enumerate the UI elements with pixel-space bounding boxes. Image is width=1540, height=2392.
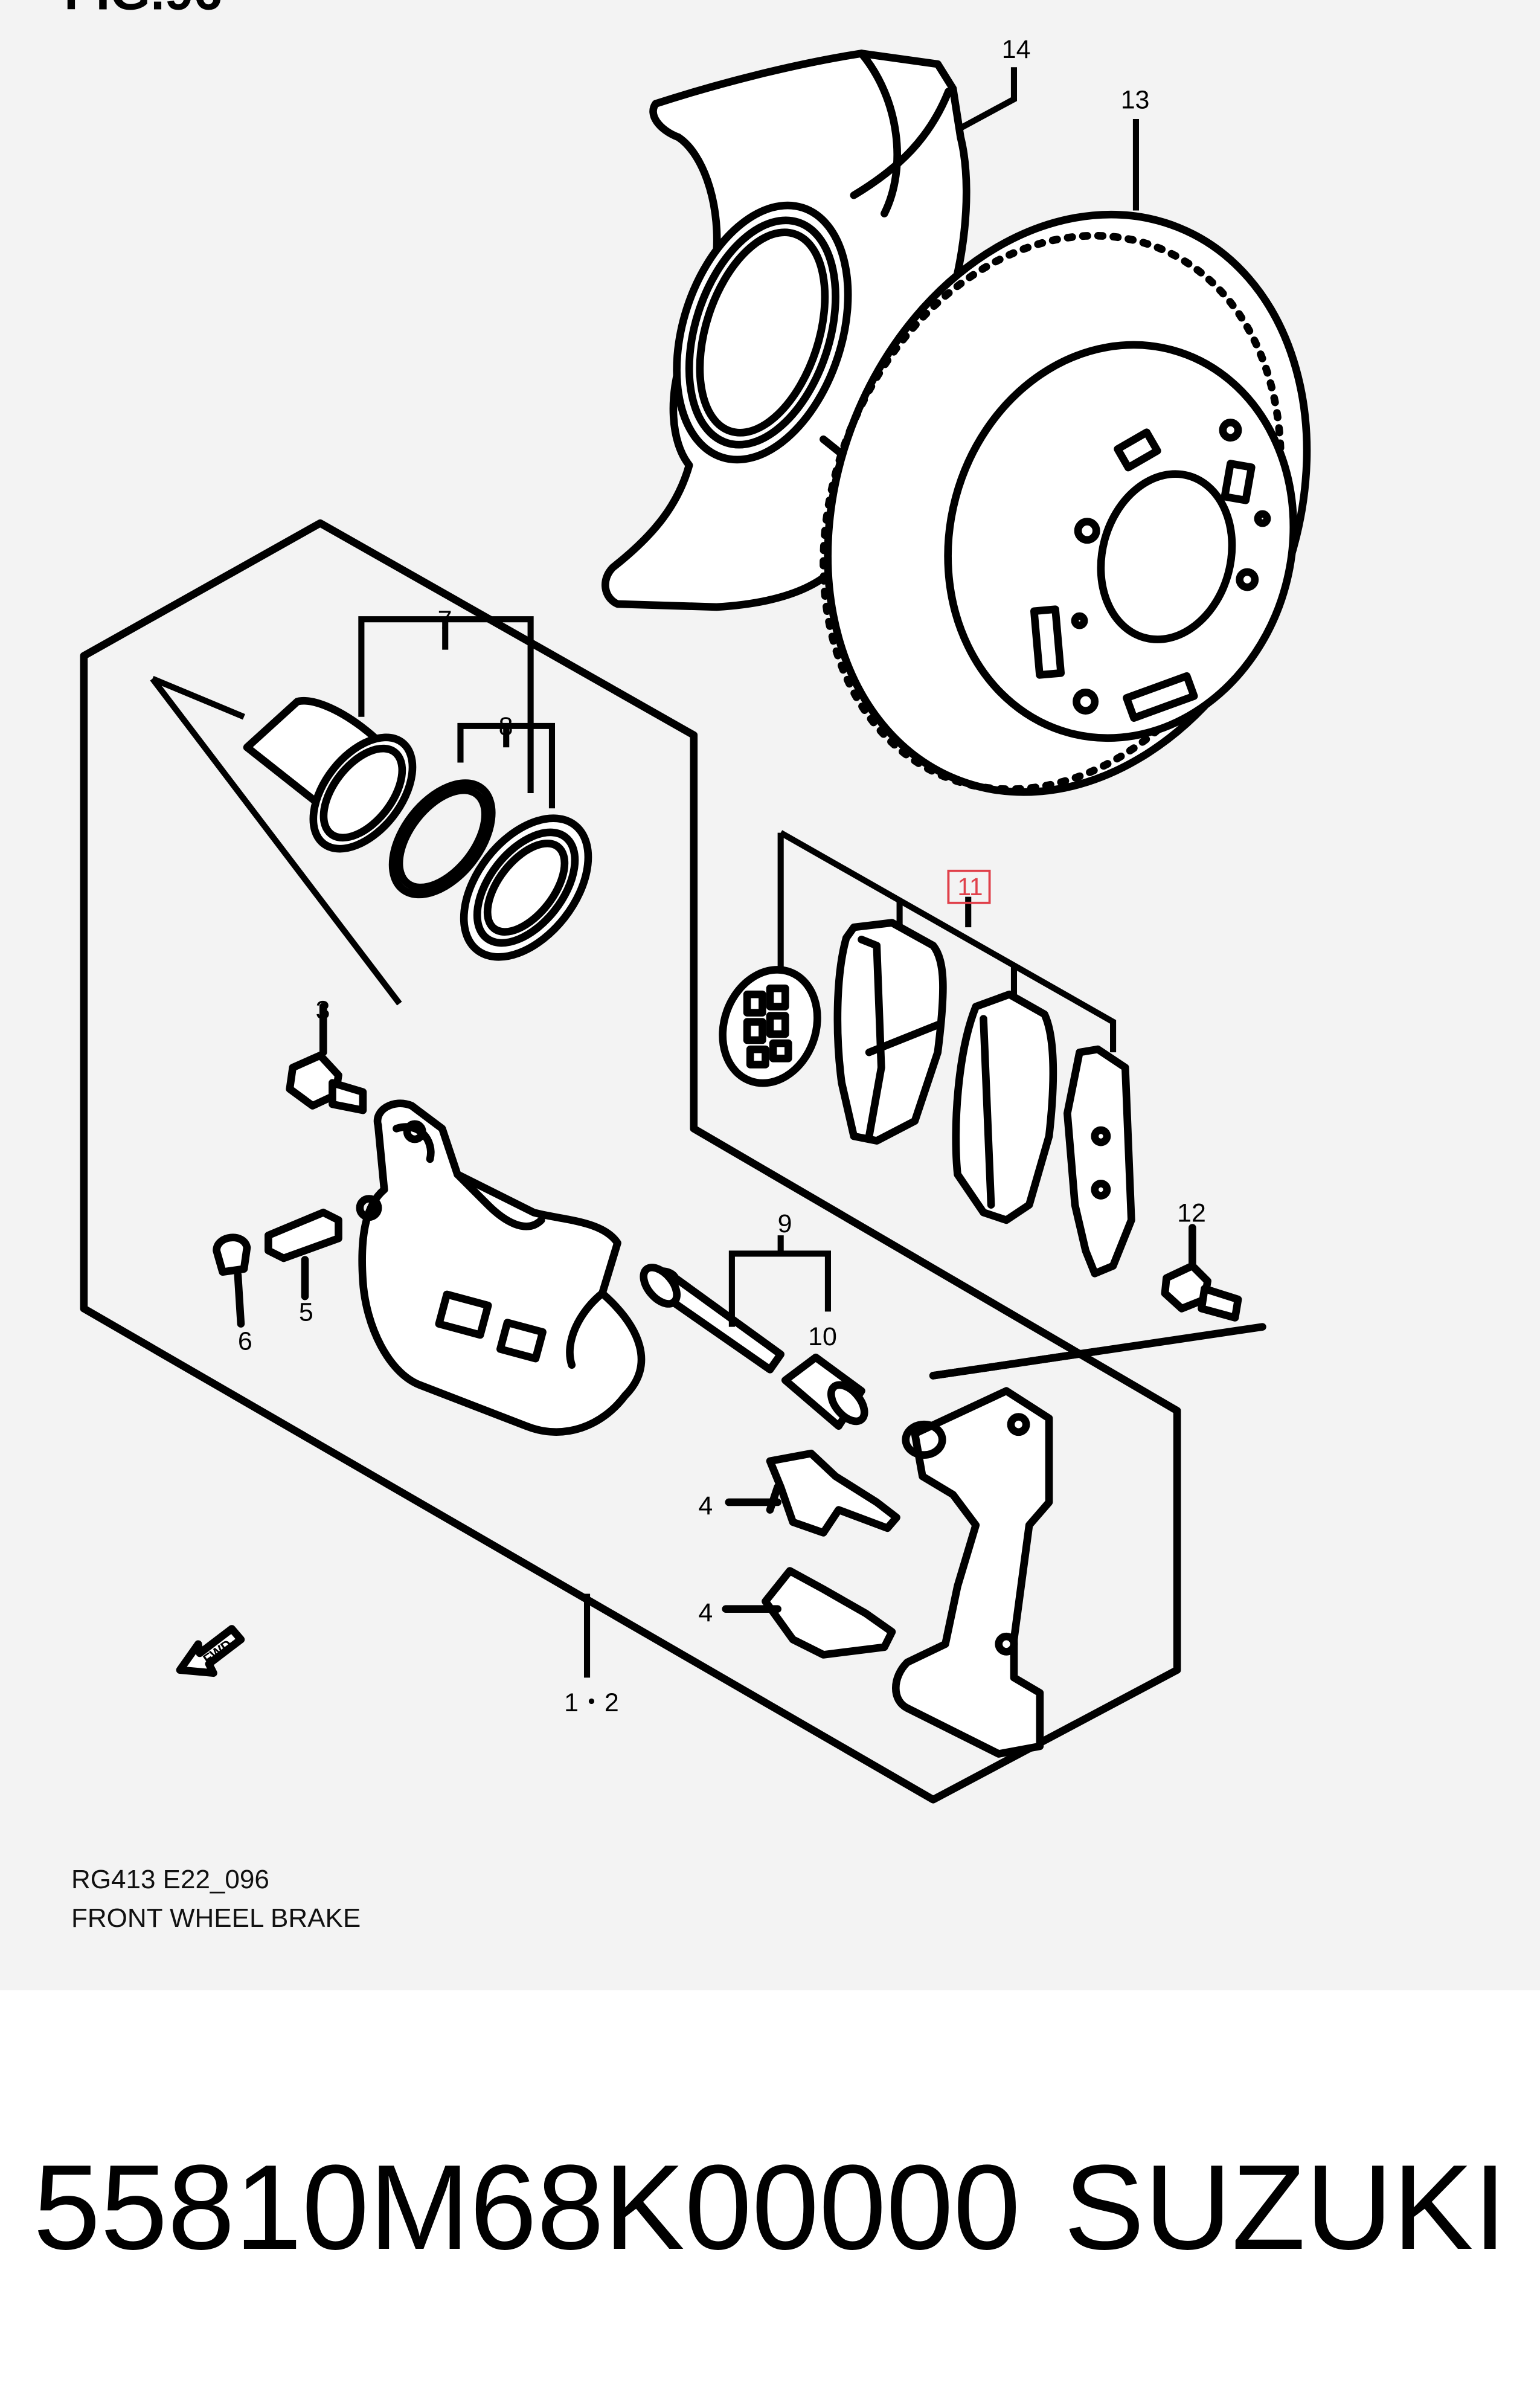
- piston-seal-inner: [395, 786, 489, 892]
- forward-direction-arrow: FWD: [176, 1625, 245, 1677]
- exploded-parts-diagram: FIG.96 14 13: [64, 0, 1311, 1804]
- anti-rattle-clip-upper: [725, 1449, 900, 1537]
- pad-wear-indicator-disc: [719, 966, 821, 1087]
- piston-seal: [388, 779, 496, 899]
- caliper-bracket: [892, 1387, 1053, 1758]
- pad-shim: [1064, 1045, 1135, 1278]
- caliper-body: [356, 1099, 646, 1436]
- callout-9: 9: [778, 1209, 792, 1238]
- callout-8: 8: [499, 712, 513, 741]
- brake-pad-inner: [833, 919, 947, 1145]
- brand-name: SUZUKI: [1064, 2140, 1507, 2275]
- bleeder-screw: [265, 1208, 342, 1300]
- leader-lines-9-10: [728, 1235, 831, 1327]
- guide-pin: [640, 1264, 784, 1374]
- callout-1-2: 1・2: [564, 1688, 619, 1717]
- part-number: 55810M68K00000: [33, 2140, 1021, 2275]
- callout-6: 6: [238, 1327, 252, 1356]
- callout-4-lower: 4: [698, 1598, 713, 1627]
- callout-11: 11: [958, 873, 983, 901]
- callout-13: 13: [1121, 85, 1150, 114]
- callout-7: 7: [438, 605, 452, 634]
- callout-10: 10: [808, 1322, 837, 1351]
- leader-lines-top: [956, 67, 1139, 211]
- diagram-code: RG413 E22_096: [71, 1865, 269, 1894]
- mounting-bolt: [1161, 1224, 1242, 1322]
- anti-rattle-clip-lower: [722, 1567, 896, 1659]
- diagram-title: FRONT WHEEL BRAKE: [71, 1903, 361, 1933]
- brake-disc: [820, 210, 1311, 796]
- diagram-caption: RG413 E22_096 FRONT WHEEL BRAKE: [71, 1860, 361, 1938]
- part-info-bar: 55810M68K00000 SUZUKI: [33, 2138, 1507, 2283]
- piston-boot: [460, 814, 592, 961]
- callout-12: 12: [1177, 1198, 1206, 1227]
- callout-3: 3: [316, 996, 330, 1025]
- callout-11-highlight: [947, 869, 991, 904]
- dust-shield: [602, 50, 971, 611]
- callout-5: 5: [299, 1298, 313, 1327]
- leader-lines-7-8: [150, 616, 556, 1006]
- callout-4-upper: 4: [698, 1491, 713, 1520]
- figure-header: FIG.96: [64, 0, 222, 21]
- caliper-assembly-frame: [80, 519, 1266, 1804]
- callout-14: 14: [1002, 35, 1031, 64]
- diagram-panel: FIG.96 14 13: [0, 0, 1540, 1990]
- bleeder-cap: [213, 1233, 251, 1328]
- pad-kit-frame: [777, 830, 1117, 1053]
- guide-pin-boot: [781, 1353, 868, 1430]
- brake-pad-outer: [952, 990, 1057, 1224]
- piston: [243, 696, 417, 853]
- bleeder-bolt: [286, 1003, 367, 1114]
